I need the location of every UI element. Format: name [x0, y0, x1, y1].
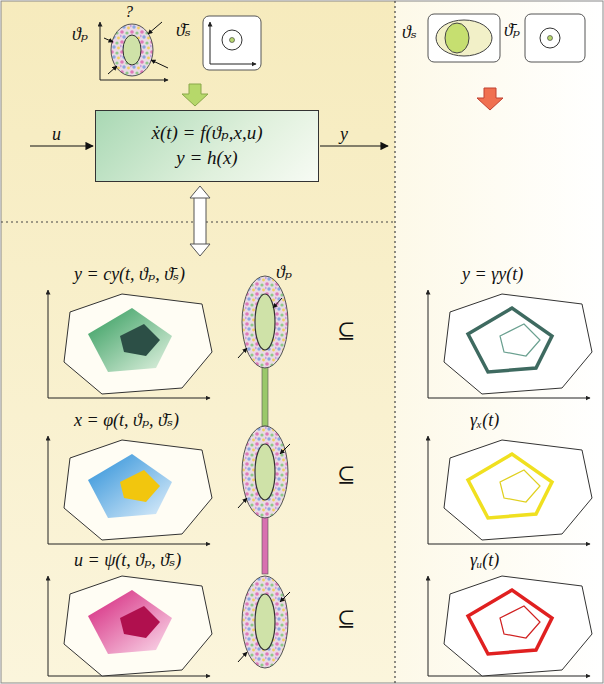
parameter-symbol: ϑₚ	[72, 24, 88, 46]
signal-name: y	[340, 124, 348, 146]
equation: ẋ(t) = f(ϑₚ,x,u)	[152, 121, 263, 146]
system-box: ẋ(t) = f(ϑₚ,x,u)y = h(x)	[95, 110, 319, 182]
question-mark: ?	[125, 2, 133, 21]
parameter-symbol: ϑ̄ₚ	[504, 20, 520, 42]
set-equation: x = φ(t, ϑₚ, ϑ̄ₛ)	[74, 410, 179, 432]
set-equation: u = ψ(t, ϑₚ, ϑ̄ₛ)	[74, 550, 181, 572]
subset-symbol: ⊆	[337, 318, 355, 344]
trajectory-label: γₓ(t)	[470, 410, 499, 432]
subset-symbol: ⊆	[337, 462, 355, 488]
parameter-symbol: ϑ̄ₛ	[176, 20, 191, 42]
equation: y = h(x)	[176, 146, 237, 171]
subset-symbol: ⊆	[337, 606, 355, 632]
set-equation: y = cy(t, ϑₚ, ϑ̄ₛ)	[74, 264, 185, 286]
parameter-symbol: ϑₚ	[276, 262, 292, 284]
signal-name: u	[52, 124, 61, 146]
trajectory-label: γᵤ(t)	[470, 550, 499, 572]
parameter-symbol: ϑₛ	[402, 22, 417, 44]
trajectory-label: y = γy(t)	[462, 264, 523, 286]
